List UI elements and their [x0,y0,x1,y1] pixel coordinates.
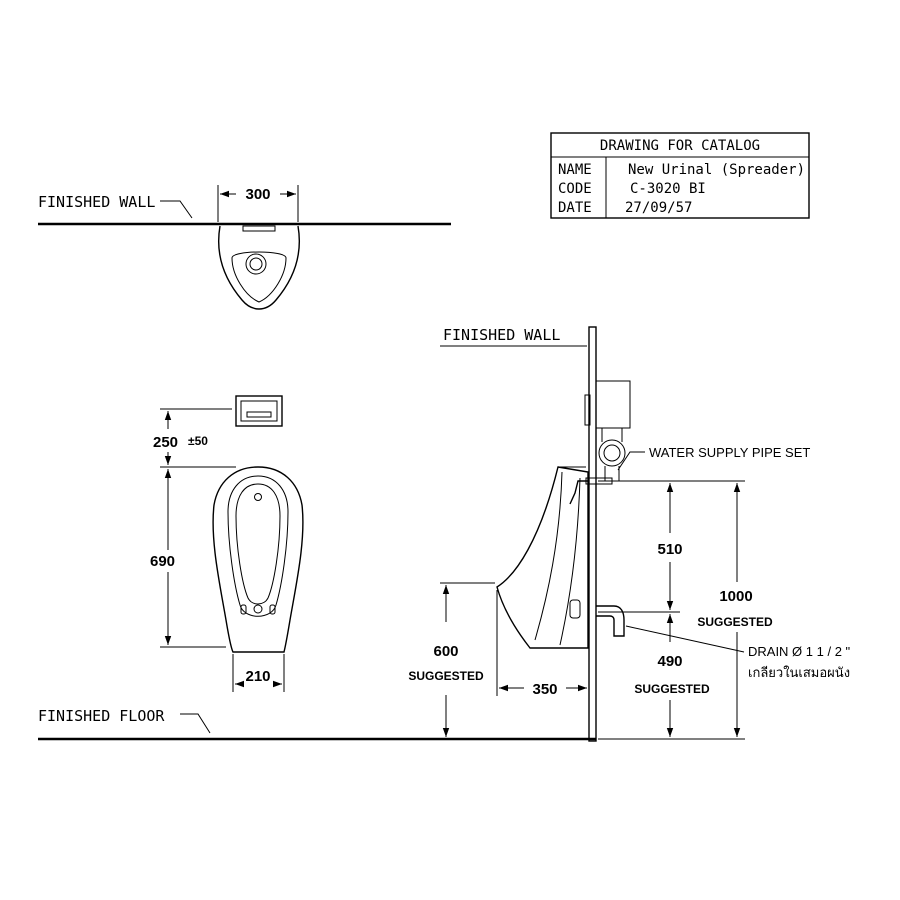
dim-body-height: 690 [150,553,175,570]
dim-supply-height: 1000 [719,588,752,605]
water-supply-leader [617,451,645,471]
title-block-date-key: DATE [558,200,592,216]
flush-valve-box [595,380,631,429]
dim-supply-height-note: SUGGESTED [697,615,773,629]
dim-rim-height-note: SUGGESTED [408,669,484,683]
drain-pipe [596,605,625,637]
title-block-code-key: CODE [558,181,592,197]
urinal-outlet [569,599,581,619]
dim-flush-tolerance: ±50 [188,434,208,448]
finished-wall-top-leader [160,200,193,219]
top-view: FINISHED WALL 300 [38,185,451,310]
water-supply-label: WATER SUPPLY PIPE SET [649,445,810,460]
title-block: DRAWING FOR CATALOG NAME CODE DATE New U… [550,132,810,219]
floor: FINISHED FLOOR [38,707,596,741]
finished-wall-top-label: FINISHED WALL [38,193,155,211]
urinal-top-outline [218,225,300,310]
dim-drain-height-note: SUGGESTED [634,682,710,696]
drain-label: DRAIN Ø 1 1 / 2 " [748,644,851,659]
title-block-heading: DRAWING FOR CATALOG [600,138,760,154]
supply-pipe-loop [598,439,626,467]
dim-supply-to-drain: 510 [657,541,682,558]
finished-wall-side-label: FINISHED WALL [443,326,560,344]
title-block-date-value: 27/09/57 [625,200,692,216]
dim-base-width: 210 [245,668,270,685]
urinal-front-spreader [254,493,262,501]
flush-button [246,411,272,418]
title-block-name-value: New Urinal (Spreader) [628,162,805,178]
finished-wall-side [588,326,597,742]
dim-flush-height: 250 [153,434,178,451]
drain-thai-note: เกลียวในเสมอผนัง [748,665,850,680]
urinal-top-bowl [231,251,287,303]
front-view: 250 ±50 690 210 [150,395,304,692]
finished-floor-label: FINISHED FLOOR [38,707,165,725]
urinal-side-outline [496,466,589,649]
urinal-front-bowl [227,475,289,617]
flush-button-plate [235,395,283,427]
side-view: FINISHED WALL WATER SUPPLY PIPE SET 600 [408,326,851,742]
urinal-front-outline [212,466,304,653]
dim-drain-height: 490 [657,653,682,670]
drain-leader [625,625,745,653]
dim-rim-height: 600 [433,643,458,660]
title-block-code-value: C-3020 BI [630,181,706,197]
title-block-name-key: NAME [558,162,592,178]
dim-top-width: 300 [245,186,270,203]
urinal-top-outlet [245,253,267,275]
spreader-pipe [569,480,588,505]
finished-floor-leader [180,713,211,734]
dim-projection: 350 [532,681,557,698]
